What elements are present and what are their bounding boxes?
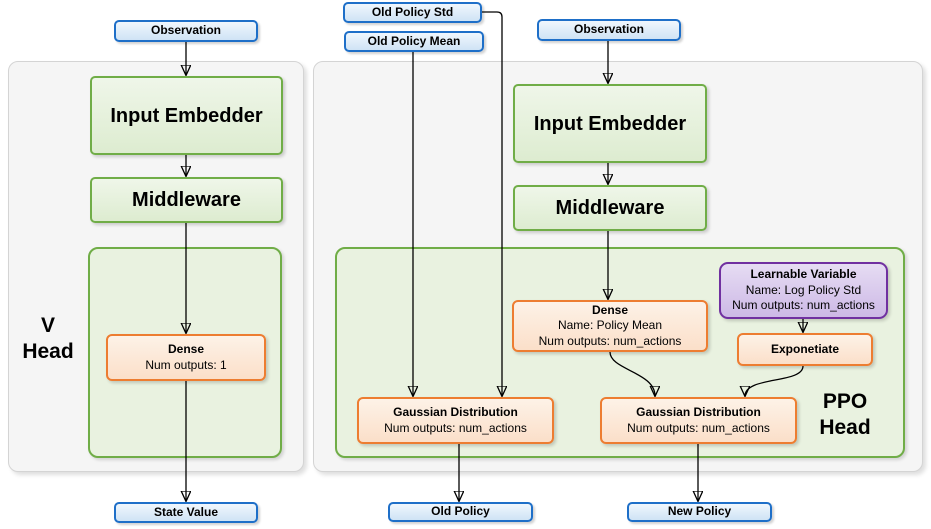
policy-mean-dense-node: Dense Name: Policy Mean Num outputs: num…: [512, 300, 708, 352]
learnable-variable-num-outputs: Num outputs: num_actions: [732, 298, 875, 313]
gaussian-new-num-outputs: Num outputs: num_actions: [627, 420, 770, 435]
ppo-head-label: PPO Head: [800, 389, 890, 442]
learnable-variable-node: Learnable Variable Name: Log Policy Std …: [719, 262, 888, 319]
ppo-observation-label: Observation: [573, 22, 645, 37]
ppo-head-label-line2: Head: [819, 416, 871, 440]
state-value-node: State Value: [114, 502, 258, 523]
v-dense-title: Dense: [167, 341, 205, 356]
old-policy-mean-label: Old Policy Mean: [367, 33, 461, 48]
v-dense-num-outputs: Num outputs: 1: [145, 357, 227, 372]
old-policy-mean-node: Old Policy Mean: [344, 31, 484, 52]
ppo-observation-node: Observation: [537, 19, 681, 41]
ppo-input-embedder-label: Input Embedder: [533, 112, 687, 135]
v-observation-label: Observation: [150, 23, 222, 38]
exponetiate-label: Exponetiate: [770, 341, 839, 356]
exponetiate-node: Exponetiate: [737, 333, 873, 366]
v-middleware-node: Middleware: [90, 177, 283, 223]
old-policy-std-node: Old Policy Std: [343, 2, 482, 23]
new-policy-node: New Policy: [627, 502, 772, 522]
v-dense-node: Dense Num outputs: 1: [106, 334, 266, 381]
policy-mean-dense-title: Dense: [591, 302, 629, 317]
gaussian-distribution-new-node: Gaussian Distribution Num outputs: num_a…: [600, 397, 797, 444]
old-policy-label: Old Policy: [431, 504, 490, 519]
v-input-embedder-node: Input Embedder: [90, 76, 283, 155]
ppo-middleware-label: Middleware: [555, 197, 665, 219]
learnable-variable-name: Name: Log Policy Std: [745, 282, 862, 297]
ppo-input-embedder-node: Input Embedder: [513, 84, 707, 163]
new-policy-label: New Policy: [667, 504, 732, 519]
gaussian-old-num-outputs: Num outputs: num_actions: [384, 420, 527, 435]
v-head-label: V Head: [9, 313, 87, 366]
v-head-label-line2: Head: [22, 340, 74, 364]
state-value-label: State Value: [153, 504, 219, 519]
learnable-variable-title: Learnable Variable: [750, 267, 857, 282]
v-head-label-line1: V: [40, 314, 55, 337]
ppo-head-label-line1: PPO: [822, 390, 868, 413]
gaussian-old-title: Gaussian Distribution: [393, 404, 518, 419]
old-policy-std-label: Old Policy Std: [371, 4, 454, 19]
old-policy-node: Old Policy: [388, 502, 533, 522]
ppo-middleware-node: Middleware: [513, 185, 707, 231]
v-middleware-label: Middleware: [132, 189, 241, 211]
gaussian-distribution-old-node: Gaussian Distribution Num outputs: num_a…: [357, 397, 554, 444]
policy-mean-dense-name: Name: Policy Mean: [557, 318, 663, 333]
v-input-embedder-label: Input Embedder: [110, 104, 263, 127]
policy-mean-dense-num-outputs: Num outputs: num_actions: [538, 333, 682, 348]
v-observation-node: Observation: [114, 20, 258, 42]
gaussian-new-title: Gaussian Distribution: [636, 404, 761, 419]
